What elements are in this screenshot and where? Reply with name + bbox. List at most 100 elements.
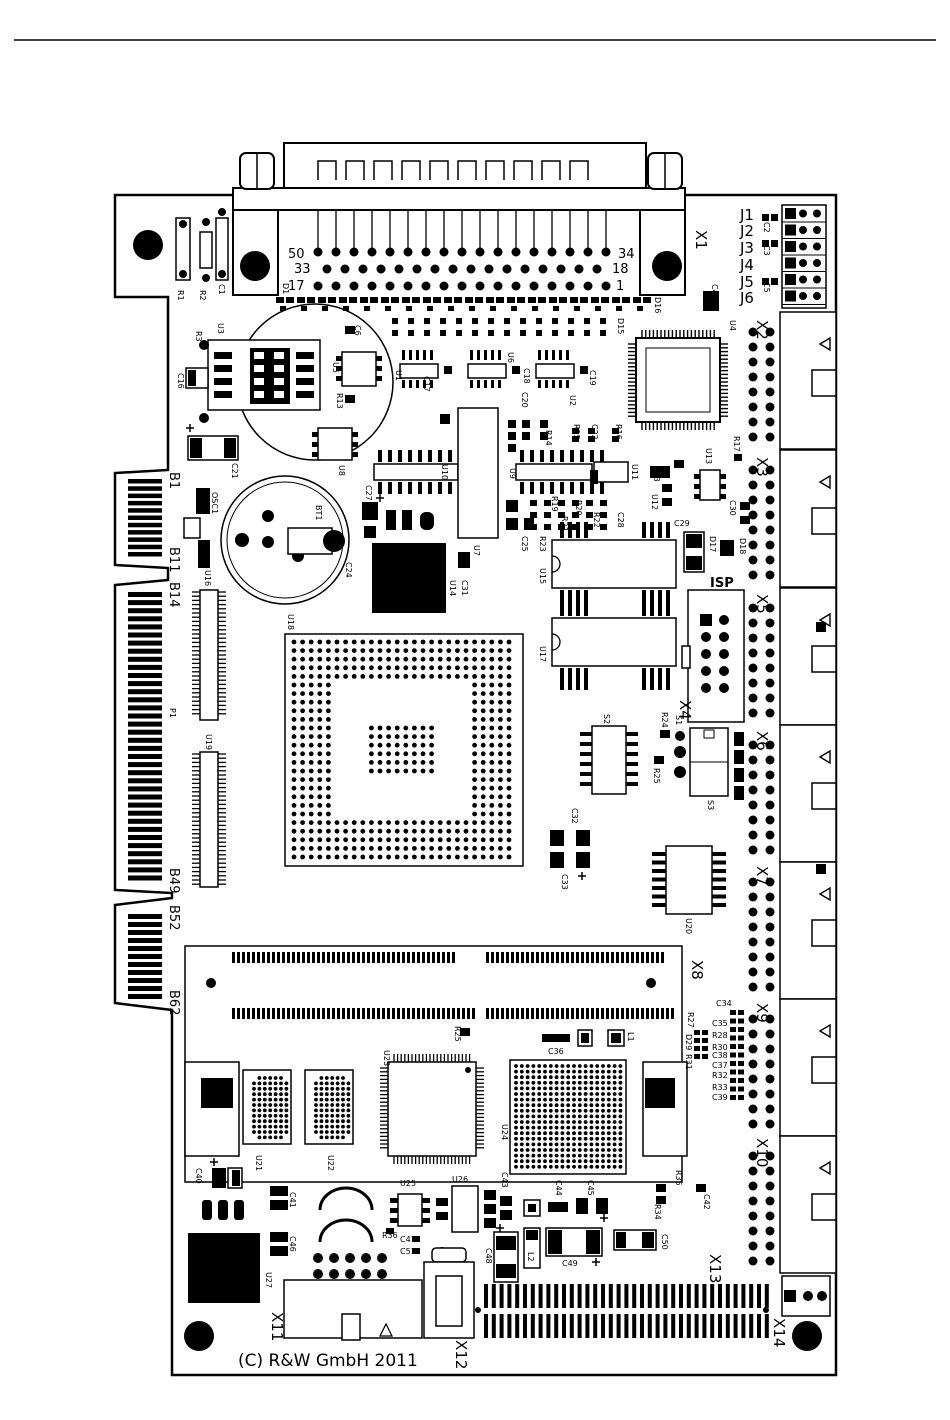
res-pad xyxy=(730,1044,736,1049)
bga-ball xyxy=(252,1108,256,1113)
bga-ball xyxy=(317,734,323,739)
bga-ball xyxy=(308,768,314,774)
port-pin xyxy=(765,1226,775,1236)
edge-finger xyxy=(128,843,162,849)
x1-pin xyxy=(367,281,377,291)
bga-ball xyxy=(560,1120,565,1124)
u3-inner xyxy=(274,352,284,359)
x8-pin xyxy=(247,1008,250,1019)
bga-ball xyxy=(429,846,434,851)
bga-ball xyxy=(291,768,297,774)
bga-ball xyxy=(437,674,443,679)
label-c28: C28 xyxy=(616,512,625,528)
bga-ball xyxy=(291,725,297,731)
x1-pin xyxy=(547,281,557,291)
diode-pad xyxy=(307,297,315,303)
bga-ball xyxy=(519,1131,524,1136)
x11-pins xyxy=(313,1253,387,1279)
bga-ball xyxy=(429,725,434,731)
bga-ball xyxy=(420,656,426,662)
bga-ball xyxy=(489,648,495,653)
bga-ball xyxy=(472,785,477,791)
bga-ball xyxy=(346,1092,351,1097)
x13-pin xyxy=(741,1284,746,1308)
bga-ball xyxy=(498,820,503,825)
bga-ball xyxy=(429,639,434,645)
bga-ball xyxy=(429,742,434,748)
diode-pad xyxy=(433,297,441,303)
bga-ball xyxy=(514,1108,518,1113)
port-pin xyxy=(765,618,775,628)
bga-ball xyxy=(319,1119,324,1124)
dip-lead xyxy=(530,450,534,462)
s2-lead xyxy=(580,772,592,776)
bga-ball xyxy=(537,1080,542,1085)
chip-lead xyxy=(545,380,548,388)
res-pad xyxy=(572,524,579,530)
bga-ball xyxy=(606,1103,611,1108)
dip-lead xyxy=(568,522,572,538)
bga-ball xyxy=(560,1148,565,1152)
bga-ball xyxy=(572,1114,576,1119)
bga-ball xyxy=(531,1103,536,1108)
bga-ball xyxy=(279,1119,283,1124)
bga-ball xyxy=(612,1064,617,1068)
port-pin xyxy=(765,465,775,475)
bga-ball xyxy=(480,837,486,843)
chip-cap xyxy=(512,366,520,374)
port-pin xyxy=(748,570,758,580)
bga-ball xyxy=(319,1097,324,1102)
bga-ball xyxy=(420,742,426,748)
bga-ball xyxy=(360,820,366,825)
bga-ball xyxy=(420,665,426,671)
bga-ball xyxy=(566,1103,571,1108)
bga-ball xyxy=(514,1164,518,1169)
bga-ball xyxy=(537,1108,542,1113)
bga-ball xyxy=(377,734,383,739)
x1-pin xyxy=(331,247,341,257)
bga-ball xyxy=(314,1081,318,1086)
x8-pin xyxy=(521,1008,524,1019)
x8-pin xyxy=(566,952,569,963)
bga-ball xyxy=(268,1103,273,1107)
bga-ball xyxy=(489,691,495,696)
pads-c40-row xyxy=(202,1200,244,1220)
dip-lead xyxy=(576,590,580,606)
label-r25: R25 xyxy=(652,768,661,784)
bga-ball xyxy=(472,639,477,645)
bga-ball xyxy=(606,1159,611,1164)
port-pin xyxy=(765,510,775,520)
bga-ball xyxy=(463,665,469,671)
dip-lead xyxy=(520,482,524,494)
bga-ball xyxy=(279,1124,283,1129)
bga-ball xyxy=(548,1114,553,1119)
label-r21: R21 xyxy=(560,516,569,532)
bga-ball xyxy=(560,1153,565,1158)
bga-ball xyxy=(583,1148,588,1152)
x13-pin xyxy=(491,1314,496,1338)
bga-ball xyxy=(334,665,340,671)
bga-ball xyxy=(525,1069,530,1074)
bga-ball xyxy=(489,708,495,714)
label-isp: ISP xyxy=(710,576,734,591)
chip-lead xyxy=(409,350,412,360)
bga-ball xyxy=(257,1119,262,1124)
diode-pad xyxy=(276,297,284,303)
bga-ball xyxy=(412,656,417,662)
bga-ball xyxy=(560,1080,565,1085)
pad xyxy=(572,428,579,434)
bga-ball xyxy=(377,665,383,671)
bga-ball xyxy=(291,665,297,671)
isp-pin xyxy=(719,615,729,625)
bga-ball xyxy=(583,1131,588,1136)
bga-ball xyxy=(330,1081,335,1086)
bga-ball xyxy=(262,1113,267,1118)
res-pad xyxy=(702,1038,708,1043)
port-pin xyxy=(765,907,775,917)
label-l1: L1 xyxy=(626,1032,635,1042)
port-pin xyxy=(765,432,775,442)
bga-ball xyxy=(606,1114,611,1119)
dip-lead xyxy=(438,482,442,494)
chip-lead xyxy=(470,380,473,388)
pad xyxy=(508,444,516,452)
